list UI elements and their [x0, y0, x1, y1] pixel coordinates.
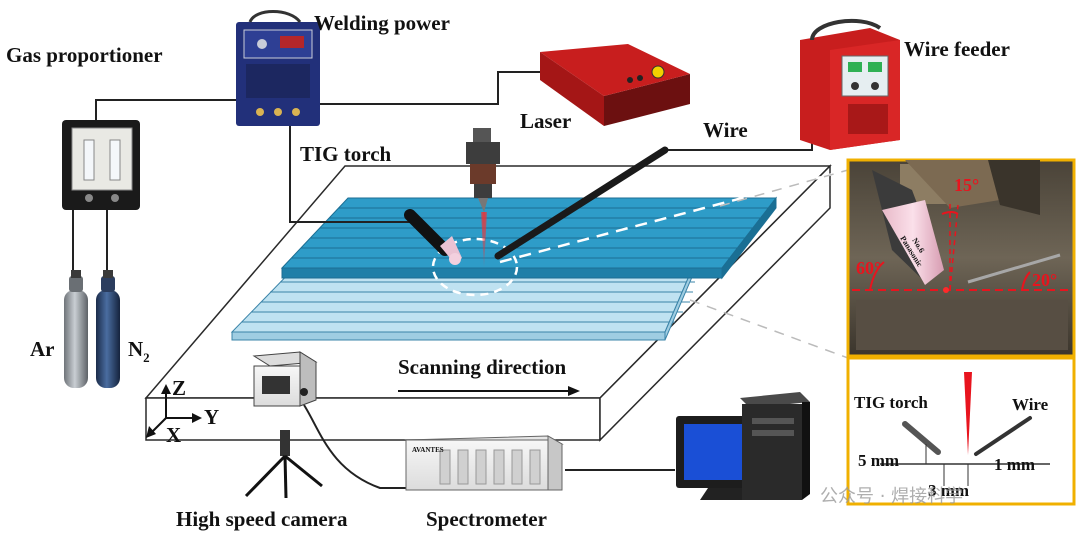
axis-label-z: Z: [172, 376, 186, 400]
welding-power-source: [236, 10, 320, 126]
wire-rod: [494, 146, 669, 260]
angle-60: 60°: [856, 258, 881, 278]
label-laser: Laser: [520, 109, 571, 133]
scanning-direction-arrow: [398, 386, 580, 396]
nitrogen-cylinder: [96, 270, 120, 388]
label-welding-power: Welding power: [314, 11, 450, 35]
label-wire-feeder: Wire feeder: [904, 37, 1010, 61]
label-scanning-direction: Scanning direction: [398, 355, 567, 379]
melt-pool-ellipse: [431, 237, 519, 297]
schematic-inset: TIG torch Wire 5 mm 1 mm 3 mm: [846, 356, 1076, 506]
photo-inset: Panasonic No.6 15° 60° 20°: [846, 158, 1076, 358]
substrate-strips: [230, 261, 696, 341]
label-spectrometer: Spectrometer: [426, 507, 547, 531]
dim-5mm: 5 mm: [858, 451, 899, 470]
wire-feeder: [800, 18, 900, 150]
gas-proportioner: [62, 120, 140, 210]
spectrometer: AVANTES: [404, 435, 564, 491]
axis-label-x: X: [166, 423, 181, 447]
label-tig-torch: TIG torch: [300, 142, 392, 166]
argon-cylinder: [64, 270, 88, 388]
schematic-label-tig-torch: TIG torch: [854, 393, 928, 412]
label-high-speed-camera: High speed camera: [176, 507, 348, 531]
coordinate-axes: [146, 384, 202, 438]
camera-tripod: [244, 430, 323, 499]
tig-torch: [404, 209, 462, 265]
spectrometer-brand: AVANTES: [412, 446, 444, 454]
label-n2: N2: [128, 337, 150, 365]
computer: [676, 392, 810, 500]
laser-head: [466, 128, 500, 212]
schematic-label-wire: Wire: [1012, 395, 1049, 414]
label-ar: Ar: [30, 337, 55, 361]
axis-label-y: Y: [204, 405, 219, 429]
angle-15: 15°: [954, 175, 979, 195]
dim-3mm: 3 mm: [928, 481, 969, 500]
laser-beam: [481, 212, 487, 268]
label-gas-proportioner: Gas proportioner: [6, 43, 163, 67]
laser-source: [540, 44, 690, 126]
watermark: 公众号 · 焊接科学: [820, 486, 963, 507]
angle-20: 20°: [1032, 270, 1057, 290]
dim-1mm: 1 mm: [994, 455, 1035, 474]
high-speed-camera: [252, 351, 318, 407]
label-wire: Wire: [703, 118, 748, 142]
